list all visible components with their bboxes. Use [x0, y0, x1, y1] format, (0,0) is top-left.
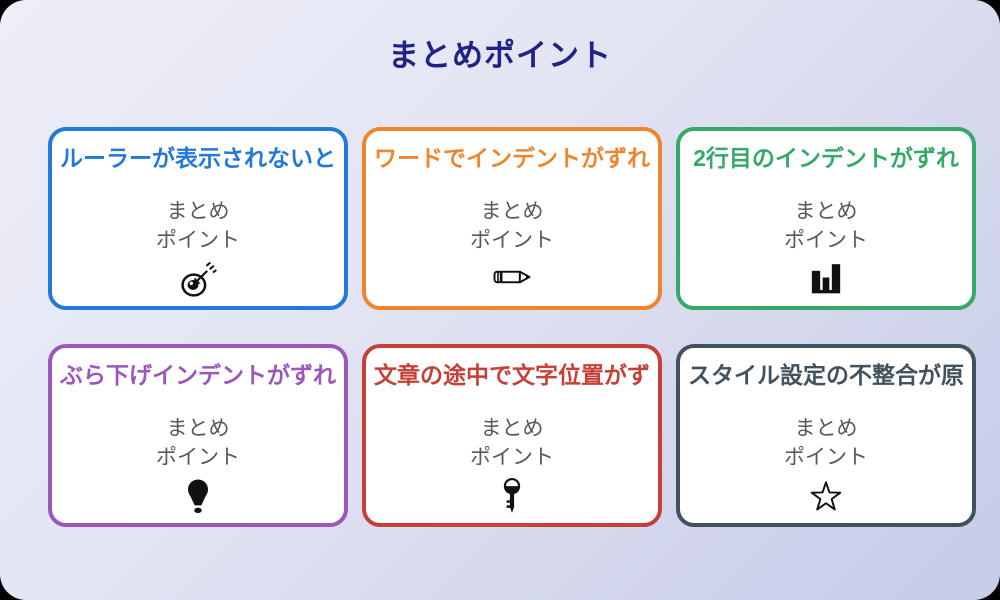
card-body-line: ポイント: [156, 446, 240, 469]
card-body: まとめ ポイント: [680, 197, 972, 255]
card-title-text: ぶら下げインデントがずれ: [60, 362, 336, 388]
card-body: まとめ ポイント: [52, 197, 344, 255]
key-icon: [366, 477, 658, 517]
card-title-text: 文章の途中で文字位置がず: [374, 362, 650, 388]
lightbulb-icon: [52, 477, 344, 517]
card-title-text: ワードでインデントがずれ: [374, 145, 650, 171]
card-title-text: スタイル設定の不整合が原: [688, 362, 964, 388]
card-title: 2行目のインデントがずれ: [680, 143, 972, 173]
card-title: ぶら下げインデントがずれ: [52, 360, 344, 390]
card-second-line-indent-shift: 2行目のインデントがずれ まとめ ポイント: [676, 127, 976, 310]
page-title: まとめポイント: [388, 38, 612, 73]
card-body-line: まとめ: [480, 417, 544, 440]
card-word-indent-shift: ワードでインデントがずれ まとめ ポイント: [362, 127, 662, 310]
target-icon: [52, 260, 344, 300]
card-title: スタイル設定の不整合が原: [680, 360, 972, 390]
card-title: 文章の途中で文字位置がず: [366, 360, 658, 390]
card-body: まとめ ポイント: [366, 197, 658, 255]
card-body-line: まとめ: [166, 200, 230, 223]
card-body-line: ポイント: [156, 229, 240, 252]
card-title-text: 2行目のインデントがずれ: [693, 145, 959, 171]
card-hanging-indent-shift: ぶら下げインデントがずれ まとめ ポイント: [48, 344, 348, 527]
card-body-line: ポイント: [470, 446, 554, 469]
card-body-line: まとめ: [794, 200, 858, 223]
card-body-line: まとめ: [480, 200, 544, 223]
card-title: ルーラーが表示されないと: [52, 143, 344, 173]
card-body: まとめ ポイント: [52, 414, 344, 472]
card-mid-text-position-shift: 文章の途中で文字位置がず まとめ ポイント: [362, 344, 662, 527]
card-style-setting-mismatch: スタイル設定の不整合が原 まとめ ポイント: [676, 344, 976, 527]
card-body: まとめ ポイント: [680, 414, 972, 472]
card-body-line: ポイント: [784, 229, 868, 252]
card-body: まとめ ポイント: [366, 414, 658, 472]
star-icon: [680, 477, 972, 517]
card-title-text: ルーラーが表示されないと: [60, 145, 336, 171]
pencil-icon: [366, 260, 658, 300]
card-body-line: まとめ: [166, 417, 230, 440]
card-grid: ルーラーが表示されないと まとめ ポイント ワードでインデントがずれ: [48, 127, 976, 527]
bar-chart-icon: [680, 260, 972, 300]
card-title: ワードでインデントがずれ: [366, 143, 658, 173]
card-body-line: ポイント: [784, 446, 868, 469]
card-body-line: まとめ: [794, 417, 858, 440]
card-body-line: ポイント: [470, 229, 554, 252]
card-ruler-not-displayed: ルーラーが表示されないと まとめ ポイント: [48, 127, 348, 310]
